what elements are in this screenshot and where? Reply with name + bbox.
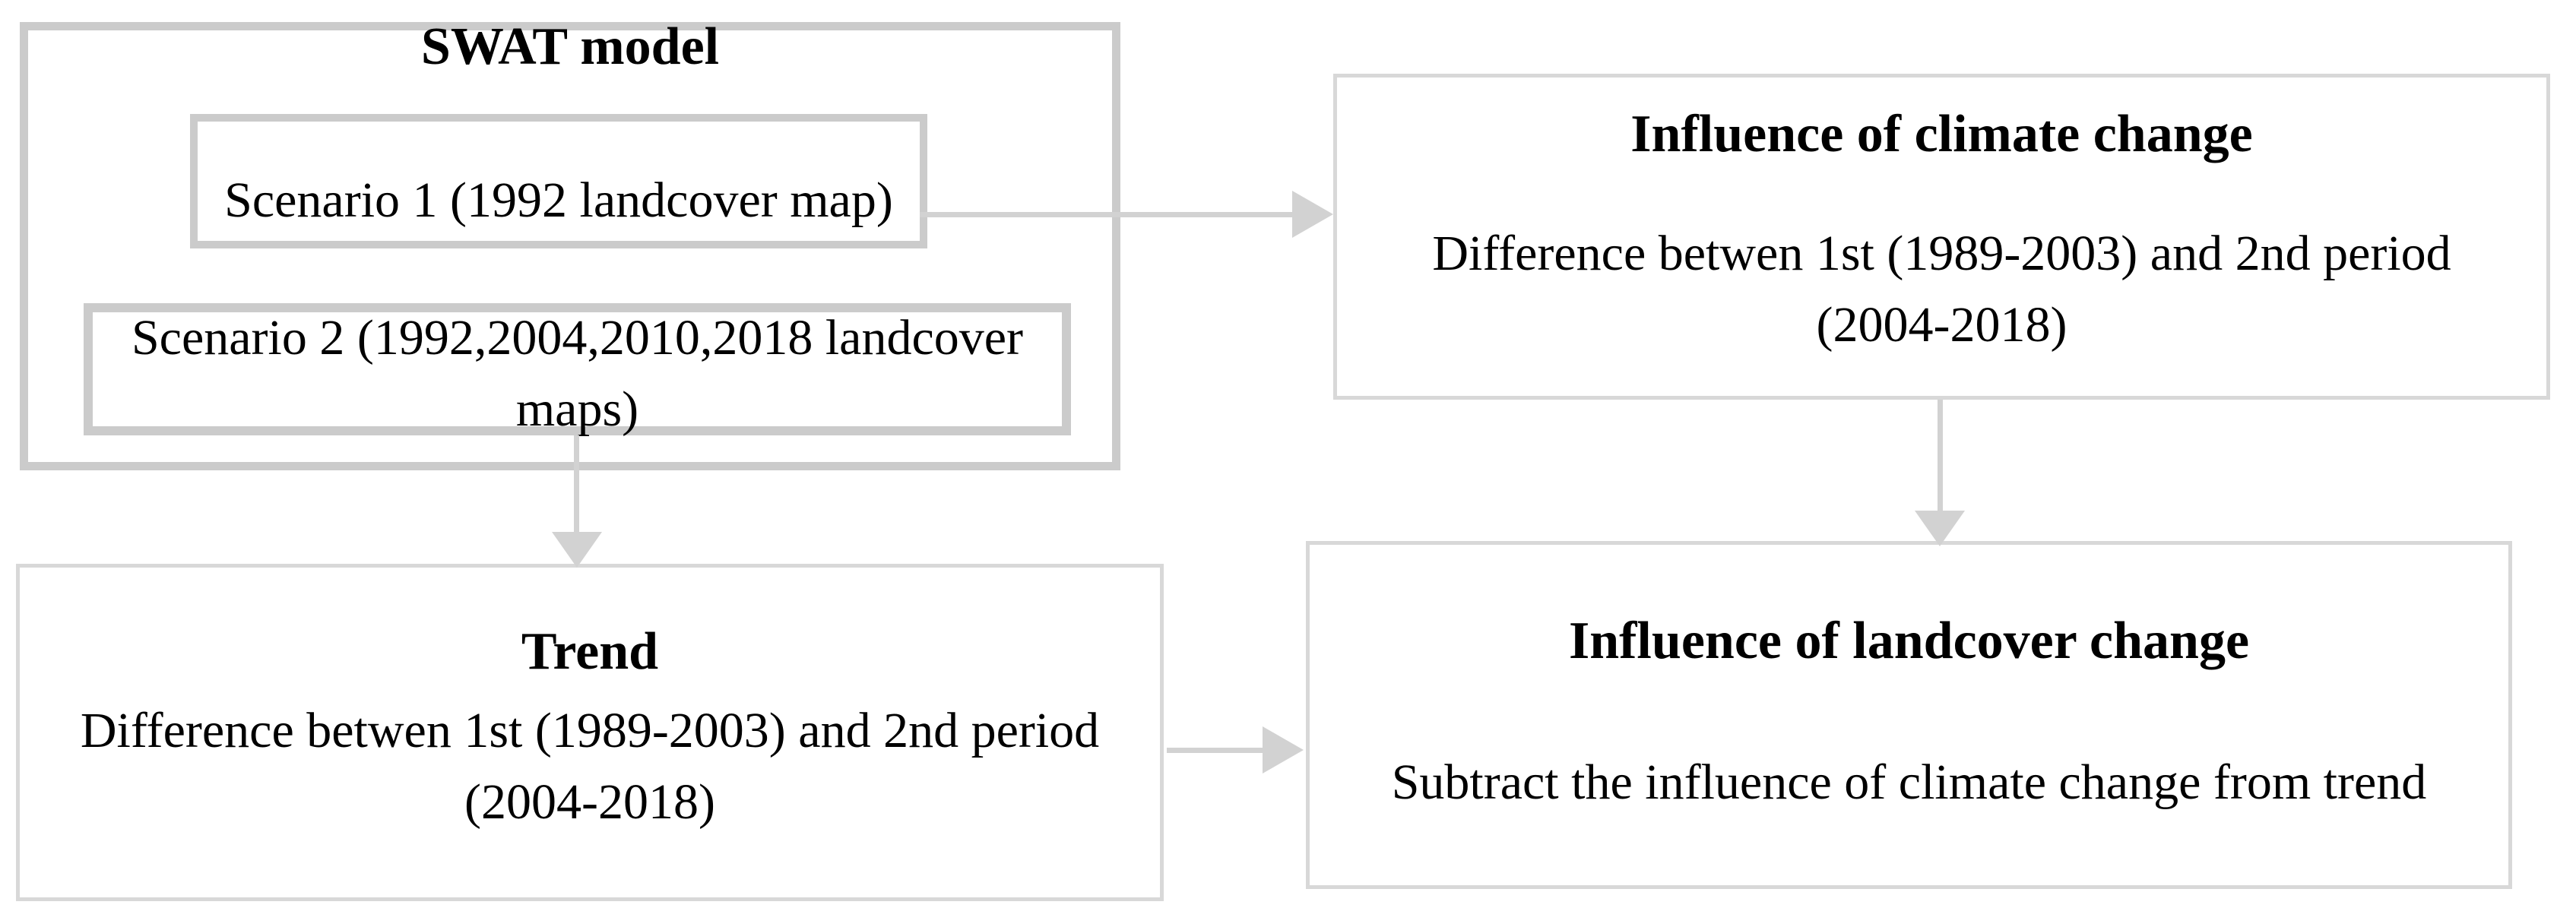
trend-body: Difference betwen 1st (1989-2003) and 2n… bbox=[80, 703, 1100, 830]
arrow-down-icon bbox=[1915, 511, 1965, 546]
arrow-down-icon bbox=[552, 532, 602, 568]
swat-model-box: SWAT model Scenario 1 (1992 landcover ma… bbox=[20, 17, 1120, 470]
connector-trend-to-landcover-line bbox=[1167, 748, 1264, 753]
swat-model-title: SWAT model bbox=[420, 17, 720, 76]
influence-of-climate-change-box: Influence of climate change Difference b… bbox=[1333, 74, 2550, 400]
arrow-right-icon bbox=[1263, 726, 1304, 774]
scenario-2-box: Scenario 2 (1992,2004,2010,2018 landcove… bbox=[84, 303, 1071, 437]
connector-swat-to-trend-line bbox=[574, 435, 579, 533]
influence-of-climate-change-title: Influence of climate change bbox=[1630, 105, 2253, 163]
scenario-2-label: Scenario 2 (1992,2004,2010,2018 landcove… bbox=[131, 310, 1024, 437]
connector-climate-to-landcover-line bbox=[1938, 400, 1943, 511]
arrow-right-icon bbox=[1292, 191, 1333, 238]
trend-box: Trend Difference betwen 1st (1989-2003) … bbox=[16, 564, 1164, 901]
influence-of-climate-change-body: Difference betwen 1st (1989-2003) and 2n… bbox=[1432, 226, 2451, 353]
influence-of-landcover-change-title: Influence of landcover change bbox=[1568, 612, 2250, 670]
influence-of-landcover-change-body: Subtract the influence of climate change… bbox=[1391, 755, 2427, 810]
trend-title: Trend bbox=[521, 622, 659, 681]
scenario-1-label: Scenario 1 (1992 landcover map) bbox=[224, 172, 893, 228]
connector-scenario1-to-climate-line bbox=[920, 212, 1294, 217]
influence-of-landcover-change-box: Influence of landcover change Subtract t… bbox=[1306, 541, 2512, 889]
scenario-1-box: Scenario 1 (1992 landcover map) bbox=[190, 114, 927, 248]
